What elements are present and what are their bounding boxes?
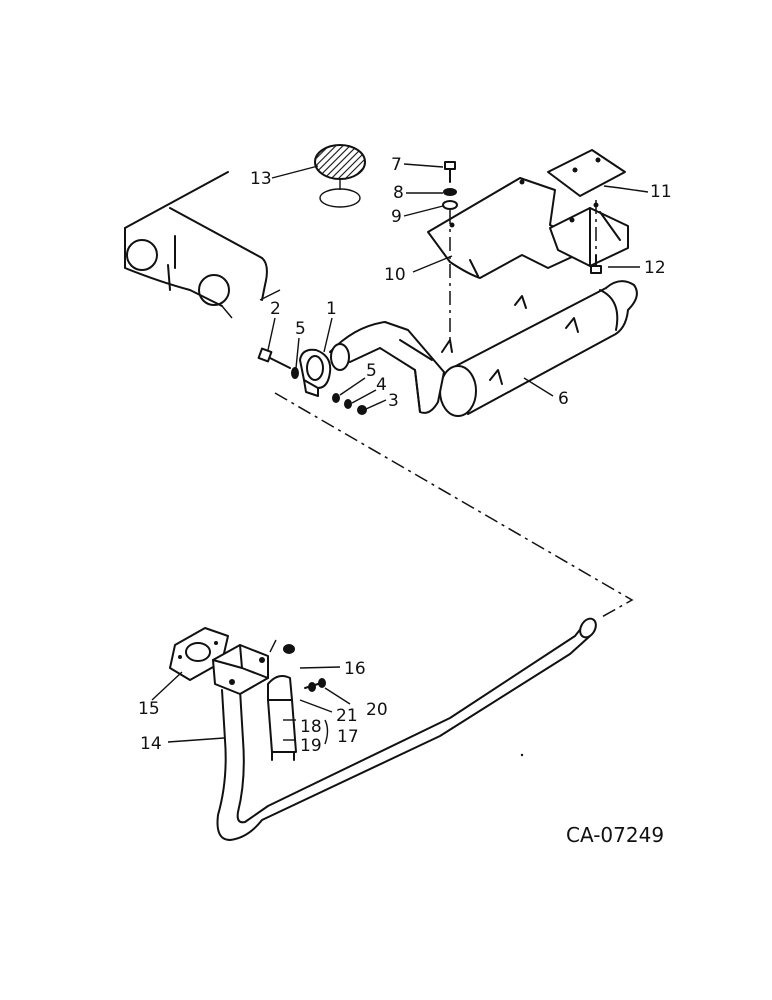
diagram-code: CA-07249 — [566, 823, 664, 847]
clamp-bolt — [257, 347, 299, 379]
label-20: 20 — [366, 700, 388, 720]
label-11: 11 — [650, 182, 672, 202]
assembly-centerline — [274, 392, 634, 619]
pipe-clamp — [299, 348, 332, 397]
pipe-flange — [212, 639, 277, 695]
label-12: 12 — [644, 258, 666, 278]
label-15: 15 — [138, 699, 160, 719]
label-16: 16 — [344, 659, 366, 679]
hood-outline — [124, 171, 281, 319]
label-5b: 5 — [366, 361, 377, 381]
bolt-12 — [590, 200, 602, 274]
label-10: 10 — [384, 265, 406, 285]
part-labels: 13 7 8 9 11 10 12 2 5 1 5 4 3 6 16 15 20… — [138, 155, 672, 756]
label-2: 2 — [270, 299, 281, 319]
label-8: 8 — [393, 183, 404, 203]
label-13: 13 — [250, 169, 272, 189]
bolt-and-washers — [442, 161, 458, 345]
label-21: 21 — [336, 706, 358, 726]
exhaust-cap — [314, 144, 366, 208]
label-1: 1 — [326, 299, 337, 319]
label-17: 17 — [337, 727, 359, 747]
nut-16 — [283, 644, 295, 654]
label-3: 3 — [388, 391, 399, 411]
bolt-20 — [304, 678, 326, 692]
label-18: 18 — [300, 717, 322, 737]
flange-gasket — [169, 627, 229, 681]
label-6: 6 — [558, 389, 569, 409]
muffler — [439, 280, 638, 417]
u-bolt-clamp — [267, 675, 297, 761]
stray-dot — [520, 753, 524, 757]
label-7: 7 — [391, 155, 402, 175]
leader-lines — [151, 163, 649, 745]
label-5a: 5 — [295, 319, 306, 339]
label-19: 19 — [300, 736, 322, 756]
exhaust-pipe — [216, 617, 597, 841]
label-14: 14 — [140, 734, 162, 754]
label-4: 4 — [376, 375, 387, 395]
muffler-inlet-elbow — [329, 321, 445, 414]
label-9: 9 — [391, 207, 402, 227]
bracket-plate — [547, 149, 629, 267]
clamp-nut-washers — [332, 393, 367, 415]
